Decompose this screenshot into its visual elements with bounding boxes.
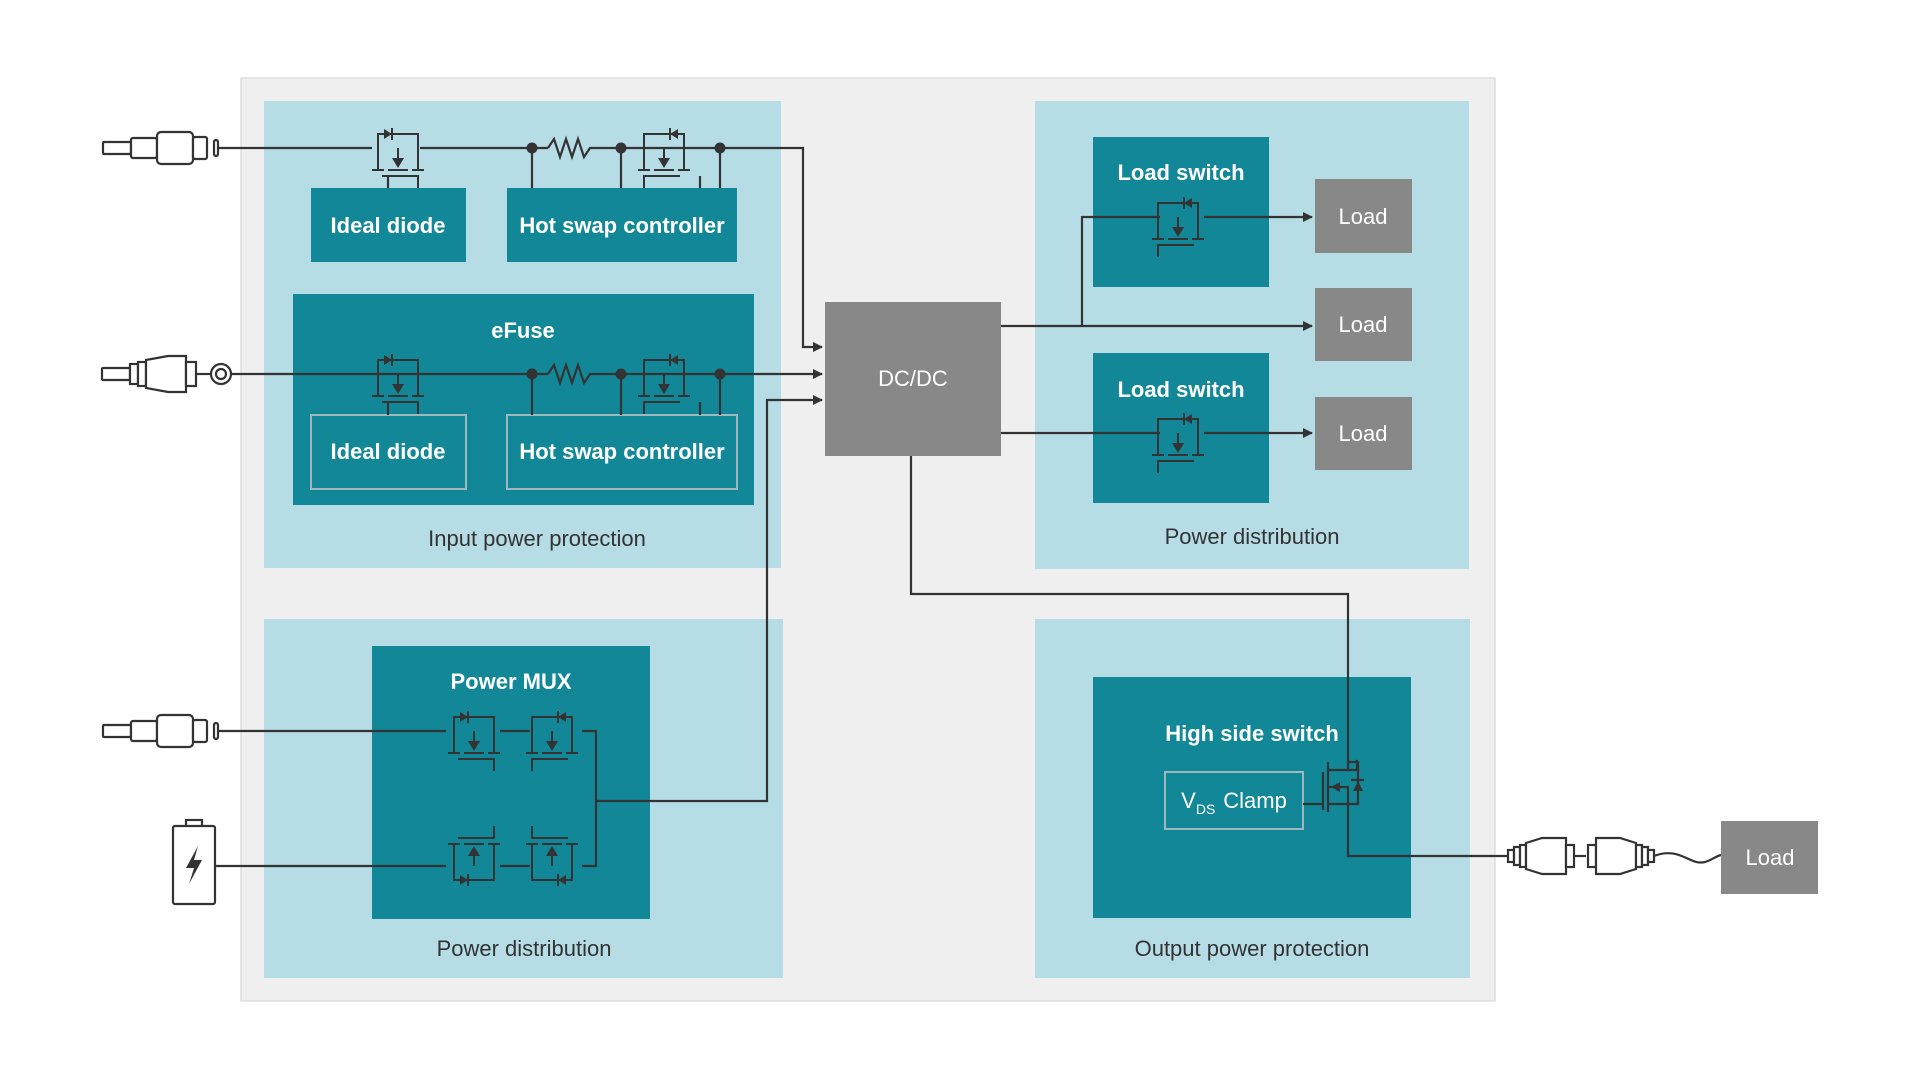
- power-mux-block[interactable]: [372, 646, 650, 919]
- battery-icon: [171, 818, 217, 906]
- dcdc-converter-label: DC/DC: [878, 366, 948, 391]
- barrel-jack-connector-icon: [100, 354, 233, 394]
- distribution-wires: [1001, 217, 1312, 433]
- external-load-label: Load: [1746, 845, 1795, 870]
- load-block-3[interactable]: [1315, 397, 1412, 470]
- power-mux-wires: [215, 395, 823, 868]
- high-side-switch-mosfet-icon: [909, 456, 1510, 858]
- high-side-switch-label: High side switch: [1165, 721, 1339, 746]
- power-mux-section-label: Power distribution: [437, 936, 612, 961]
- load-switch-block-2[interactable]: [1093, 353, 1269, 503]
- load-label-1: Load: [1339, 204, 1388, 229]
- efuse-block[interactable]: [293, 294, 754, 505]
- load-switch-label-2: Load switch: [1117, 377, 1244, 402]
- dcdc-converter-block[interactable]: [825, 302, 1001, 456]
- efuse-ideal-diode-label: Ideal diode: [331, 439, 446, 464]
- hot-swap-controller-block[interactable]: [507, 188, 737, 262]
- usb-c-connector-icon-2: [101, 713, 220, 749]
- efuse-label: eFuse: [491, 318, 555, 343]
- ideal-diode-block[interactable]: [311, 188, 466, 262]
- hot-swap-controller-label: Hot swap controller: [519, 213, 725, 238]
- load-switch-label-1: Load switch: [1117, 160, 1244, 185]
- load-block-2[interactable]: [1315, 288, 1412, 361]
- load-switch-block-1[interactable]: [1093, 137, 1269, 287]
- output-power-protection-label: Output power protection: [1135, 936, 1370, 961]
- vds-clamp-block[interactable]: [1164, 771, 1304, 830]
- input-power-protection-label: Input power protection: [428, 526, 646, 551]
- load-label-3: Load: [1339, 421, 1388, 446]
- input-2-wire: [231, 361, 823, 415]
- external-load-block[interactable]: [1721, 821, 1818, 894]
- input-1-wire: [217, 135, 822, 347]
- power-mux-label: Power MUX: [450, 669, 571, 694]
- load-block-1[interactable]: [1315, 179, 1412, 253]
- power-distribution-label: Power distribution: [1165, 524, 1340, 549]
- output-cable-connector-icon: [1506, 836, 1722, 876]
- efuse-hot-swap-controller-label: Hot swap controller: [519, 439, 725, 464]
- usb-c-connector-icon-1: [101, 130, 220, 166]
- load-label-2: Load: [1339, 312, 1388, 337]
- ideal-diode-label: Ideal diode: [331, 213, 446, 238]
